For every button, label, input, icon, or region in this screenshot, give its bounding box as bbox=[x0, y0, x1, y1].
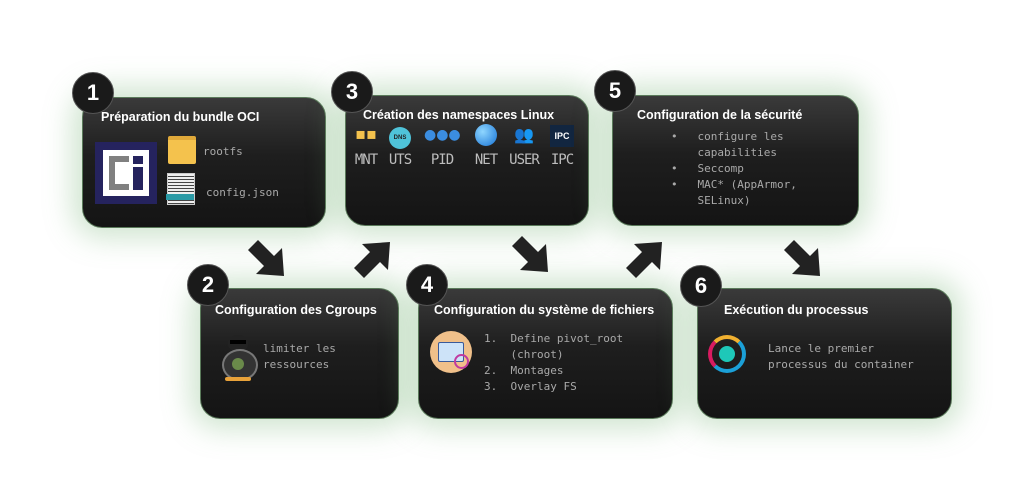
namespace-mnt: ▪▪MNT bbox=[348, 124, 384, 168]
mount-tree-icon: ▪▪ bbox=[355, 124, 377, 143]
list-item: 3. Overlay FS bbox=[484, 380, 577, 393]
process-dots-icon: ●●● bbox=[424, 127, 461, 143]
step-title: Préparation du bundle OCI bbox=[101, 110, 260, 124]
arrow-down-right-icon bbox=[248, 240, 284, 276]
step-title: Création des namespaces Linux bbox=[363, 108, 555, 122]
arrow-down-right-icon bbox=[512, 236, 548, 272]
namespace-pid: ●●●PID bbox=[424, 124, 461, 168]
namespace-user: 👥USER bbox=[506, 124, 542, 168]
step-title: Configuration des Cgroups bbox=[215, 303, 377, 317]
process-cycle-gear-icon bbox=[708, 335, 746, 373]
step-badge-3: 3 bbox=[331, 71, 373, 113]
bullet-item: • Seccomp bbox=[671, 162, 744, 175]
step-badge-1: 1 bbox=[72, 72, 114, 114]
step-title: Exécution du processus bbox=[724, 303, 869, 317]
step-5-card: Configuration de la sécurité • configure… bbox=[612, 95, 859, 226]
list-item: 1. Define pivot_root bbox=[484, 332, 624, 345]
tux-penguin-icon bbox=[219, 335, 258, 381]
arrow-up-right-icon bbox=[626, 242, 662, 278]
step-4-card: Configuration du système de fichiers 1. … bbox=[418, 288, 673, 419]
config-json-label: config.json bbox=[206, 186, 279, 199]
step-badge-2: 2 bbox=[187, 264, 229, 306]
step-title: Configuration de la sécurité bbox=[637, 108, 803, 122]
globe-icon bbox=[468, 124, 504, 150]
step-badge-6: 6 bbox=[680, 265, 722, 307]
step-2-card: Configuration des Cgroups limiter les re… bbox=[200, 288, 399, 419]
users-icon: 👥 bbox=[514, 125, 534, 144]
step-badge-5: 5 bbox=[594, 70, 636, 112]
step-title: Configuration du système de fichiers bbox=[434, 303, 655, 317]
ipc-icon: IPC bbox=[544, 124, 580, 150]
rootfs-label: rootfs bbox=[203, 145, 243, 158]
list-item: 2. Montages bbox=[484, 364, 564, 377]
arrow-down-right-icon bbox=[784, 240, 820, 276]
dns-globe-icon: DNS bbox=[382, 124, 418, 150]
arrow-up-right-icon bbox=[354, 242, 390, 278]
step-6-card: Exécution du processus Lance le premier … bbox=[697, 288, 952, 419]
folder-settings-icon bbox=[430, 331, 472, 373]
namespace-net: NET bbox=[468, 124, 504, 168]
step-badge-4: 4 bbox=[406, 264, 448, 306]
folder-icon bbox=[168, 136, 196, 164]
bullet-item: • MAC* (AppArmor, bbox=[671, 178, 797, 191]
step-1-card: Préparation du bundle OCI rootfs config.… bbox=[82, 97, 326, 228]
json-file-icon bbox=[166, 173, 195, 205]
oci-logo-icon bbox=[95, 142, 157, 204]
bullet-item: • configure les bbox=[671, 130, 784, 143]
